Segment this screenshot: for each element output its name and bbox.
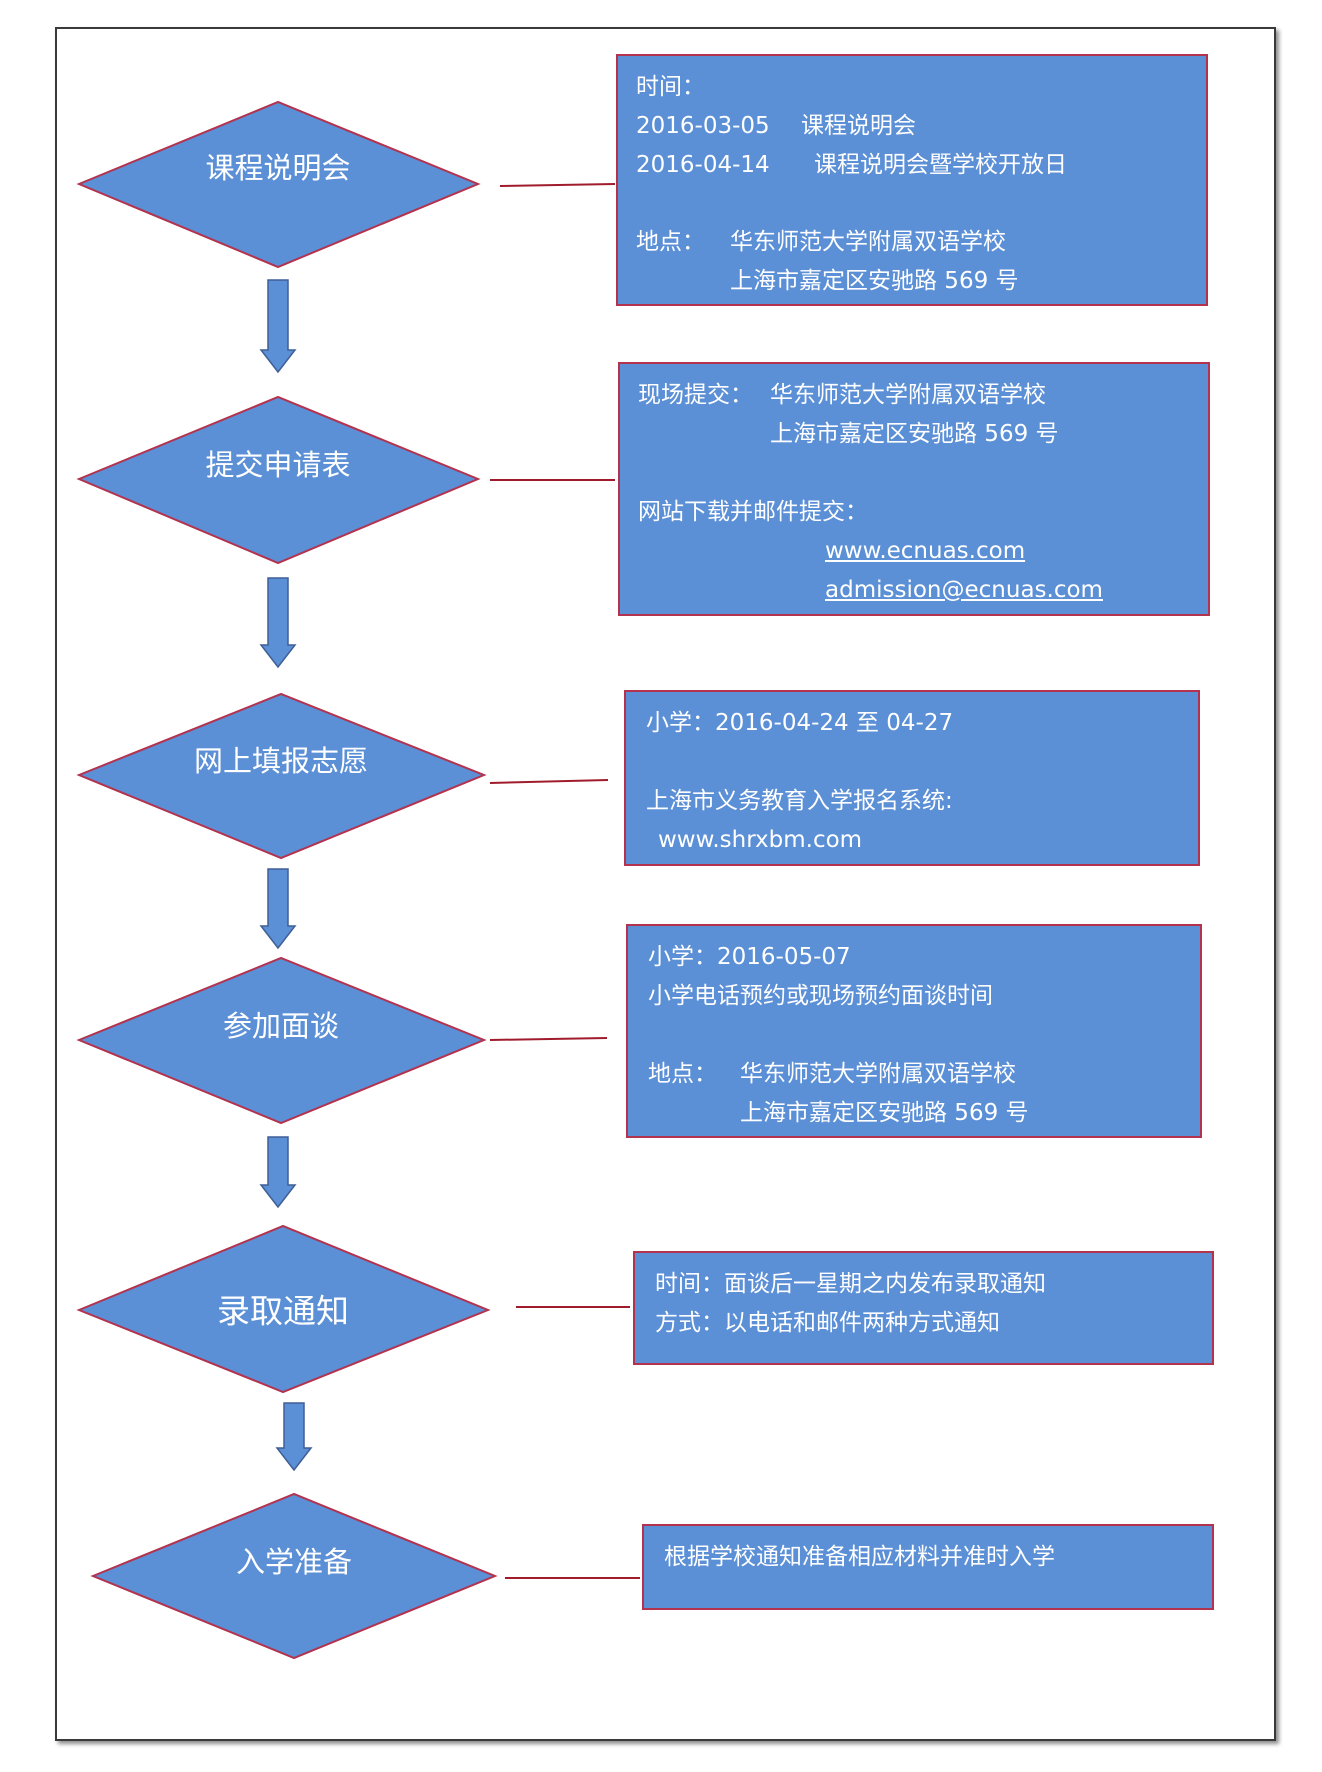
box1-date-1: 2016-03-05 — [636, 113, 770, 139]
info-box-course-briefing: 时间： 2016-03-05 课程说明会 2016-04-14 课程说明会暨学校… — [616, 54, 1208, 306]
box2-school-name: 华东师范大学附属双语学校 — [770, 382, 1046, 408]
box5-method-line: 方式：以电话和邮件两种方式通知 — [655, 1310, 1000, 1336]
step-4-diamond — [76, 956, 487, 1125]
box5-time-line: 时间：面谈后一星期之内发布录取通知 — [655, 1271, 1046, 1297]
connector-1 — [499, 183, 616, 187]
box3-system-label: 上海市义务教育入学报名系统: — [646, 788, 953, 814]
step-1-diamond — [76, 100, 481, 269]
box2-onsite-label: 现场提交： — [638, 382, 753, 408]
box4-primary-date: 小学：2016-05-07 — [648, 944, 851, 970]
box4-location-label: 地点： — [648, 1061, 717, 1087]
step-3-label: 网上填报志愿 — [194, 744, 368, 778]
box4-school-name: 华东师范大学附属双语学校 — [740, 1061, 1016, 1087]
step-2-diamond — [76, 395, 481, 565]
info-box-enrollment-prep: 根据学校通知准备相应材料并准时入学 — [642, 1524, 1214, 1610]
step-1-label: 课程说明会 — [205, 151, 350, 185]
box1-location-label: 地点： — [636, 229, 705, 255]
step-3-diamond — [76, 692, 487, 860]
step-6-diamond — [90, 1492, 498, 1660]
box6-text: 根据学校通知准备相应材料并准时入学 — [664, 1544, 1055, 1570]
box2-website-link[interactable]: www.ecnuas.com — [825, 538, 1026, 564]
step-5-label: 录取通知 — [217, 1292, 349, 1331]
box1-event-2: 课程说明会暨学校开放日 — [814, 152, 1067, 178]
step-5-diamond — [76, 1224, 491, 1394]
info-box-application-form: 现场提交： 华东师范大学附属双语学校 上海市嘉定区安驰路 569 号 网站下载并… — [618, 362, 1210, 616]
box2-download-label: 网站下载并邮件提交： — [638, 499, 868, 525]
down-arrow-1 — [259, 279, 297, 374]
box3-primary-dates: 小学：2016-04-24 至 04-27 — [646, 710, 954, 736]
box1-address: 上海市嘉定区安驰路 569 号 — [730, 268, 1019, 294]
page-frame — [55, 27, 1276, 1741]
box1-date-2: 2016-04-14 — [636, 152, 770, 178]
info-box-admission-notice: 时间：面谈后一星期之内发布录取通知 方式：以电话和邮件两种方式通知 — [633, 1251, 1214, 1365]
down-arrow-4 — [259, 1136, 297, 1209]
info-box-interview: 小学：2016-05-07 小学电话预约或现场预约面谈时间 地点： 华东师范大学… — [626, 924, 1202, 1138]
box2-email-link[interactable]: admission@ecnuas.com — [825, 577, 1103, 603]
box1-event-1: 课程说明会 — [801, 113, 916, 139]
down-arrow-3 — [259, 868, 297, 950]
box4-address: 上海市嘉定区安驰路 569 号 — [740, 1100, 1029, 1126]
step-2-label: 提交申请表 — [205, 448, 350, 482]
box4-appointment: 小学电话预约或现场预约面谈时间 — [648, 983, 993, 1009]
box2-address: 上海市嘉定区安驰路 569 号 — [770, 421, 1059, 447]
step-6-label: 入学准备 — [236, 1545, 352, 1579]
box3-website: www.shrxbm.com — [658, 827, 863, 853]
step-4-label: 参加面谈 — [223, 1009, 339, 1043]
down-arrow-5 — [275, 1402, 313, 1472]
connector-4 — [489, 1037, 608, 1041]
box1-school-name: 华东师范大学附属双语学校 — [730, 229, 1006, 255]
connector-3 — [489, 779, 609, 784]
info-box-online-registration: 小学：2016-04-24 至 04-27 上海市义务教育入学报名系统: www… — [624, 690, 1200, 866]
box1-time-label: 时间： — [636, 74, 705, 100]
down-arrow-2 — [259, 577, 297, 669]
